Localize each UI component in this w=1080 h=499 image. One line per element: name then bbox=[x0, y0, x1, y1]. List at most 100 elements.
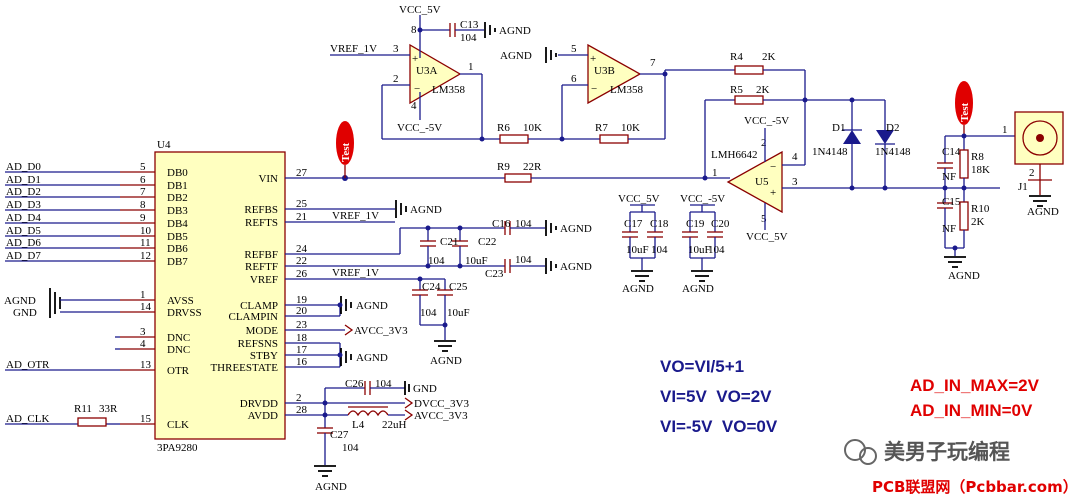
svg-text:10K: 10K bbox=[621, 122, 640, 134]
svg-text:VCC_5V: VCC_5V bbox=[618, 193, 660, 205]
svg-text:9: 9 bbox=[140, 212, 146, 224]
svg-text:R6: R6 bbox=[497, 122, 510, 134]
svg-text:DVCC_3V3: DVCC_3V3 bbox=[414, 398, 470, 410]
svg-text:+: + bbox=[770, 187, 776, 199]
svg-text:VIN: VIN bbox=[258, 173, 278, 185]
watermark: 美男子玩编程 PCB联盟网（Pcbbar.com） bbox=[844, 439, 1078, 496]
ad-min-note: AD_IN_MIN=0V bbox=[910, 401, 1033, 420]
svg-text:AGND: AGND bbox=[560, 223, 592, 235]
svg-text:R8: R8 bbox=[971, 151, 984, 163]
diode-d1: D1 1N4148 bbox=[812, 100, 862, 188]
svg-text:DB2: DB2 bbox=[167, 192, 188, 204]
svg-text:AGND: AGND bbox=[410, 204, 442, 216]
svg-text:C15: C15 bbox=[942, 196, 961, 208]
svg-text:+: + bbox=[590, 53, 596, 65]
svg-text:104: 104 bbox=[515, 254, 532, 266]
refts-net: VREF_1V bbox=[332, 210, 379, 222]
svg-text:104: 104 bbox=[708, 244, 725, 256]
svg-text:J1: J1 bbox=[1018, 181, 1028, 193]
svg-text:C13: C13 bbox=[460, 19, 479, 31]
svg-text:D1: D1 bbox=[832, 122, 845, 134]
svg-text:VCC_-5V: VCC_-5V bbox=[397, 122, 442, 134]
svg-text:AGND: AGND bbox=[356, 300, 388, 312]
svg-text:23: 23 bbox=[296, 319, 308, 331]
resistor-r5 bbox=[734, 95, 764, 105]
net-label: AD_D3 bbox=[6, 199, 41, 211]
svg-text:CLAMP: CLAMP bbox=[240, 300, 278, 312]
svg-text:C16: C16 bbox=[492, 218, 511, 230]
svg-text:1N4148: 1N4148 bbox=[875, 146, 911, 158]
svg-text:C22: C22 bbox=[478, 236, 496, 248]
svg-text:C17: C17 bbox=[624, 218, 643, 230]
svg-text:11: 11 bbox=[140, 237, 151, 249]
svg-text:U3A: U3A bbox=[416, 65, 437, 77]
svg-text:AGND: AGND bbox=[948, 270, 980, 282]
svg-text:C14: C14 bbox=[942, 146, 961, 158]
net-label: AD_D1 bbox=[6, 174, 41, 186]
svg-text:C23: C23 bbox=[485, 268, 504, 280]
svg-text:C20: C20 bbox=[711, 218, 730, 230]
svg-text:R7: R7 bbox=[595, 122, 608, 134]
decoupling-c17-c18: VCC_5V AGND C17 C18 10uF 104 bbox=[618, 193, 669, 295]
svg-text:THREESTATE: THREESTATE bbox=[210, 362, 278, 374]
svg-text:3: 3 bbox=[140, 326, 146, 338]
svg-text:10uF: 10uF bbox=[626, 244, 649, 256]
svg-text:10K: 10K bbox=[523, 122, 542, 134]
svg-text:AGND: AGND bbox=[500, 50, 532, 62]
svg-text:2: 2 bbox=[393, 73, 399, 85]
connector-j1: AGND 1 J1 2 bbox=[1002, 111, 1064, 218]
svg-text:4: 4 bbox=[140, 338, 146, 350]
svg-text:VCC_5V: VCC_5V bbox=[746, 231, 788, 243]
svg-text:D2: D2 bbox=[886, 122, 899, 134]
svg-text:8: 8 bbox=[140, 199, 146, 211]
svg-text:R11: R11 bbox=[74, 403, 92, 415]
svg-text:10: 10 bbox=[140, 225, 152, 237]
svg-text:VREF: VREF bbox=[250, 274, 278, 286]
svg-text:104: 104 bbox=[342, 442, 359, 454]
u4-part: 3PA9280 bbox=[157, 442, 198, 454]
svg-text:22uH: 22uH bbox=[382, 419, 407, 431]
svg-text:24: 24 bbox=[296, 243, 308, 255]
svg-text:C24: C24 bbox=[422, 281, 441, 293]
refbs-ground: AGND bbox=[285, 200, 442, 218]
net-label: AD_D0 bbox=[6, 161, 41, 173]
opamp-u5: −+ U5 LMH6642 1 3 4 5 2 bbox=[711, 137, 798, 225]
svg-text:C26: C26 bbox=[345, 378, 364, 390]
svg-text:C19: C19 bbox=[686, 218, 705, 230]
svg-text:104: 104 bbox=[420, 307, 437, 319]
resistor-r10 bbox=[959, 201, 969, 231]
svg-text:AGND: AGND bbox=[560, 261, 592, 273]
svg-text:104: 104 bbox=[428, 255, 445, 267]
svg-text:AGND: AGND bbox=[1027, 206, 1059, 218]
resistor-r9 bbox=[504, 173, 532, 183]
svg-text:4: 4 bbox=[411, 100, 417, 112]
svg-text:1: 1 bbox=[712, 167, 718, 179]
svg-text:C25: C25 bbox=[449, 281, 468, 293]
svg-text:7: 7 bbox=[140, 186, 146, 198]
svg-text:16: 16 bbox=[296, 356, 308, 368]
svg-text:U3B: U3B bbox=[594, 65, 615, 77]
svg-text:AVSS: AVSS bbox=[167, 295, 194, 307]
svg-text:+: + bbox=[412, 53, 418, 65]
svg-text:2K: 2K bbox=[762, 51, 776, 63]
test-point-vin: Test bbox=[336, 121, 354, 178]
svg-text:5: 5 bbox=[140, 161, 146, 173]
net-label: AD_D2 bbox=[6, 186, 41, 198]
avss-ground bbox=[49, 288, 120, 318]
svg-text:DB6: DB6 bbox=[167, 243, 188, 255]
svg-text:15: 15 bbox=[140, 413, 152, 425]
svg-text:AVCC_3V3: AVCC_3V3 bbox=[354, 325, 408, 337]
svg-text:2: 2 bbox=[296, 392, 302, 404]
svg-text:2K: 2K bbox=[756, 84, 770, 96]
net-label: AD_D6 bbox=[6, 237, 41, 249]
svg-text:AGND: AGND bbox=[499, 25, 531, 37]
svg-text:14: 14 bbox=[140, 301, 152, 313]
